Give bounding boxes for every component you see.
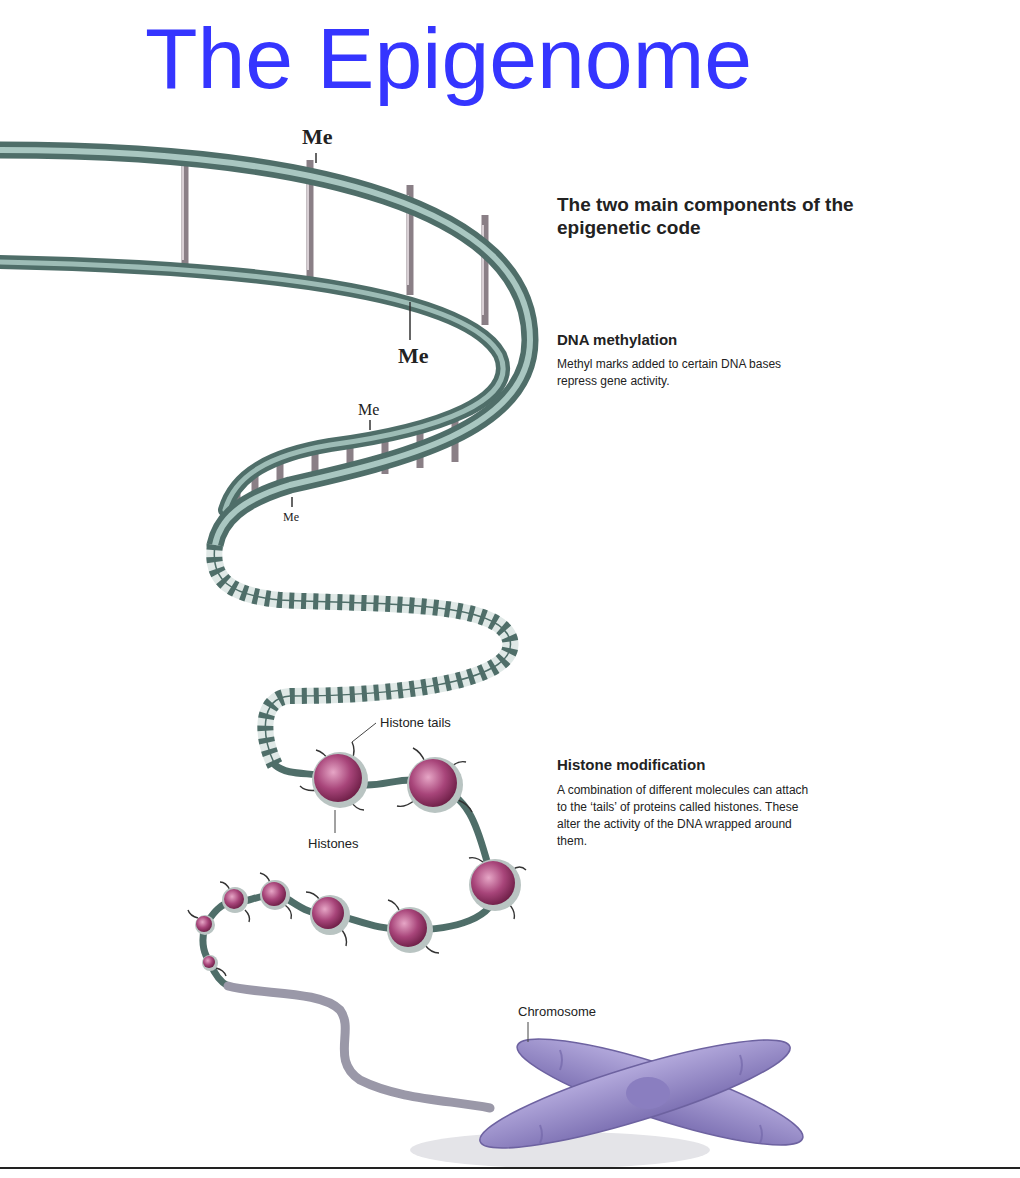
section-heading: The two main components of the epigeneti… bbox=[557, 193, 877, 239]
nucleosomes bbox=[195, 752, 521, 971]
base-pair-rungs bbox=[185, 150, 485, 510]
chromosome-figure-part-part bbox=[540, 1125, 542, 1143]
methyl-mark: Me bbox=[358, 400, 379, 419]
methyl-mark: Me bbox=[398, 343, 429, 369]
nucleosomes-part bbox=[224, 889, 244, 909]
nucleosomes-part bbox=[389, 909, 427, 947]
component-heading: DNA methylation bbox=[557, 331, 857, 349]
dna-strands-part bbox=[0, 150, 530, 545]
nucleosomes-part bbox=[471, 861, 515, 905]
double-helix-part bbox=[214, 545, 510, 765]
methyl-ticks-part bbox=[369, 420, 371, 430]
part-label: Histone tails bbox=[380, 715, 451, 731]
component-body: A combination of different molecules can… bbox=[557, 782, 815, 850]
linker-dna bbox=[203, 765, 495, 1108]
base-pair-rungs-part bbox=[182, 150, 189, 270]
nucleosomes-part bbox=[409, 759, 457, 807]
histone-tails-part bbox=[388, 900, 400, 912]
double-helix bbox=[214, 545, 510, 765]
rung-highlights-part bbox=[307, 172, 309, 270]
methyl-ticks-part bbox=[315, 153, 317, 163]
chromosome-figure bbox=[410, 1020, 811, 1168]
dna-strands-part bbox=[0, 262, 503, 510]
nucleosomes-part bbox=[262, 882, 286, 906]
nucleosomes-part bbox=[222, 887, 248, 913]
leader-lines-part bbox=[528, 1022, 529, 1042]
chromosome-figure-part-part bbox=[740, 1055, 742, 1075]
histone-tails-part bbox=[306, 892, 320, 900]
histone-tails bbox=[188, 742, 526, 976]
base-pair-rungs-part bbox=[482, 215, 489, 325]
nucleosomes-part bbox=[203, 956, 215, 968]
nucleosomes-part bbox=[312, 752, 368, 808]
chromosome-figure-part-part bbox=[560, 1050, 562, 1070]
leader-lines bbox=[335, 723, 528, 1042]
methyl-ticks-part bbox=[291, 497, 293, 507]
rung-highlights-part bbox=[182, 160, 184, 260]
nucleosomes-part bbox=[260, 880, 290, 910]
linker-dna-part bbox=[228, 986, 490, 1108]
leader-lines-part bbox=[335, 810, 336, 833]
histone-tails-part bbox=[188, 910, 198, 918]
chromosome-figure-part bbox=[540, 1050, 762, 1143]
dna-strands-part bbox=[0, 150, 530, 545]
methyl-ticks bbox=[292, 153, 410, 507]
histone-tails-part bbox=[342, 930, 347, 946]
chromosome-figure-part bbox=[472, 1021, 798, 1167]
nucleosomes-part bbox=[196, 916, 212, 932]
histone-tails-part bbox=[285, 905, 291, 919]
part-label: Chromosome bbox=[518, 1004, 596, 1020]
nucleosomes-part bbox=[202, 955, 218, 971]
methyl-mark: Me bbox=[302, 124, 333, 150]
double-helix-part bbox=[214, 545, 510, 765]
histone-tails-part bbox=[425, 945, 439, 953]
chromosome-figure-part bbox=[626, 1077, 670, 1109]
nucleosomes-part bbox=[469, 859, 521, 911]
double-helix-part bbox=[214, 545, 510, 765]
component-heading: Histone modification bbox=[557, 756, 857, 774]
leader-lines-part bbox=[352, 723, 376, 742]
chromosome-figure-part-part bbox=[760, 1125, 762, 1143]
histone-tails-part bbox=[458, 800, 472, 812]
nucleosomes-part bbox=[312, 897, 344, 929]
part-label: Histones bbox=[308, 836, 359, 852]
dna-strands-part bbox=[0, 262, 503, 510]
histone-tails-part bbox=[245, 910, 250, 922]
nucleosomes-part bbox=[387, 907, 433, 953]
methyl-mark: Me bbox=[283, 510, 299, 524]
histone-tails-part bbox=[216, 968, 226, 976]
nucleosomes-part bbox=[195, 915, 215, 935]
nucleosomes-part bbox=[407, 757, 463, 813]
bottom-rule bbox=[0, 1167, 1020, 1169]
diagram-title: The Epigenome bbox=[145, 8, 752, 108]
methyl-ticks-part bbox=[409, 302, 411, 340]
nucleosomes-part bbox=[310, 895, 350, 935]
component-body: Methyl marks added to certain DNA bases … bbox=[557, 356, 819, 390]
dna-strands bbox=[0, 150, 530, 545]
nucleosomes-part bbox=[314, 754, 362, 802]
